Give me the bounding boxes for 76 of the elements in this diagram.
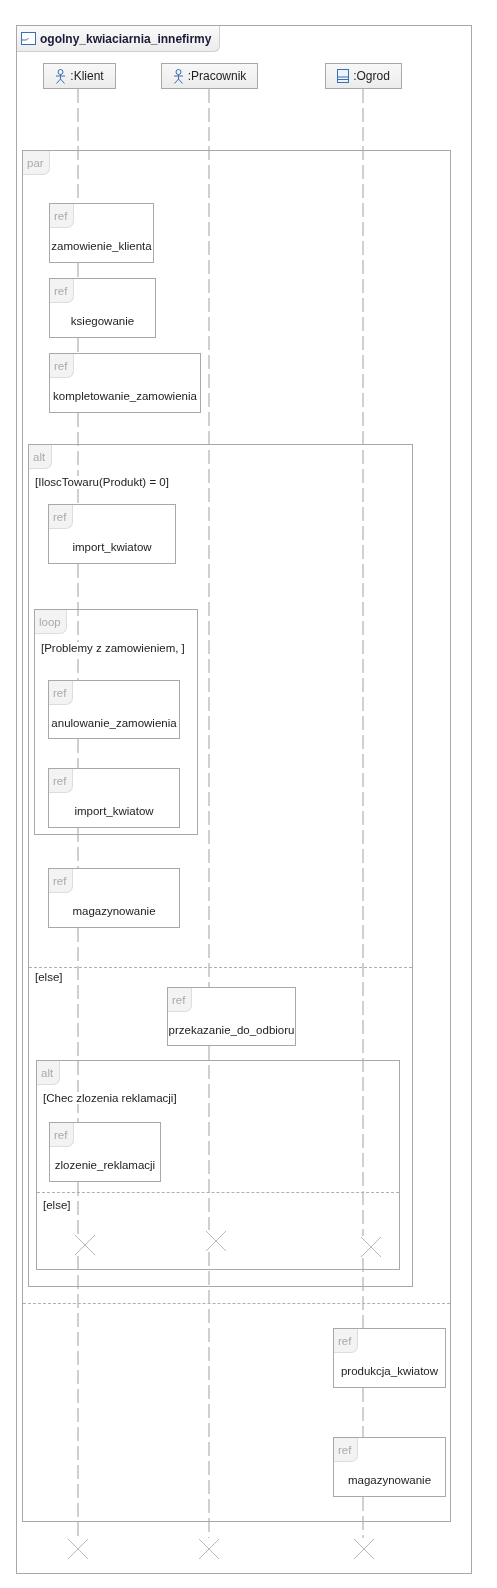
lifeline — [208, 1045, 210, 1231]
lifeline — [77, 927, 79, 1123]
lifeline-head — [43, 63, 116, 89]
lifeline — [208, 1251, 210, 1539]
combined-fragment — [34, 609, 198, 835]
lifeline-head — [325, 63, 402, 89]
lifeline — [77, 563, 79, 681]
ref-name: zlozenie_reklamacji — [53, 1159, 157, 1171]
guard-condition: [else] — [34, 971, 64, 983]
lifeline — [362, 1496, 364, 1539]
guard-condition: [Problemy z zamowieniem, ] — [40, 642, 186, 654]
ref-name: magazynowanie — [346, 1474, 433, 1486]
ref-name: kompletowanie_zamowienia — [52, 390, 198, 402]
ref-tag: ref — [334, 1438, 358, 1462]
destruction-mark — [74, 1234, 96, 1256]
interaction-use — [49, 203, 154, 263]
ref-tag: ref — [334, 1329, 358, 1353]
destruction-mark — [198, 1538, 220, 1560]
lifeline — [362, 1257, 364, 1329]
ref-name: anulowanie_zamowienia — [50, 717, 178, 729]
interaction-use — [49, 353, 201, 413]
lifeline-head — [161, 63, 258, 89]
guard-condition: [IloscTowaru(Produkt) = 0] — [34, 476, 170, 488]
lifeline-name: :Klient — [70, 69, 104, 83]
lifeline-name: :Ogrod — [353, 69, 390, 83]
destruction-mark — [205, 1230, 227, 1252]
interaction-use — [333, 1328, 446, 1388]
ref-tag: ref — [49, 769, 73, 793]
guard-condition: [else] — [42, 1199, 72, 1211]
combined-fragment — [22, 150, 451, 1522]
lifeline — [77, 412, 79, 505]
operator-tag: alt — [37, 1061, 60, 1085]
interaction-use — [48, 768, 180, 828]
ref-name: ksiegowanie — [69, 315, 136, 327]
ref-name: zamowienie_klienta — [50, 240, 153, 252]
operator-tag: alt — [29, 445, 52, 469]
destruction-mark — [353, 1538, 375, 1560]
interaction-use — [49, 278, 156, 338]
guard-condition: [Chec zlozenia reklamacji] — [42, 1092, 178, 1104]
interaction-use — [48, 680, 180, 739]
interaction-use — [49, 1122, 161, 1182]
ref-tag: ref — [50, 204, 74, 228]
lifeline — [362, 1387, 364, 1438]
frame-title: ogolny_kwiaciarnia_innefirmy — [40, 31, 212, 46]
interaction-use — [48, 504, 176, 564]
ref-tag: ref — [50, 1123, 74, 1147]
interaction-use — [167, 987, 296, 1046]
combined-fragment — [36, 1060, 400, 1270]
interaction-use — [48, 868, 180, 928]
lifeline — [77, 337, 79, 354]
ref-name: magazynowanie — [71, 905, 157, 917]
ref-name: przekazanie_do_odbioru — [168, 1024, 295, 1036]
operator-tag: par — [23, 151, 50, 175]
ref-name: import_kwiatow — [73, 805, 155, 817]
diagram-frame — [16, 25, 472, 1574]
combined-fragment — [28, 444, 413, 1287]
ref-tag: ref — [49, 869, 73, 893]
destruction-mark — [360, 1236, 382, 1258]
lifeline — [77, 262, 79, 279]
ref-name: produkcja_kwiatow — [339, 1365, 440, 1377]
destruction-mark — [67, 1538, 89, 1560]
lifeline-name: :Pracownik — [187, 69, 247, 83]
ref-name: import_kwiatow — [71, 541, 153, 553]
interaction-use — [333, 1437, 446, 1497]
lifeline — [77, 1181, 79, 1235]
ref-tag: ref — [49, 681, 73, 705]
lifeline — [77, 738, 79, 769]
lifeline — [77, 827, 79, 869]
lifeline — [362, 88, 364, 1237]
operator-tag: loop — [35, 610, 67, 634]
ref-tag: ref — [49, 505, 73, 529]
ref-tag: ref — [50, 354, 74, 378]
ref-tag: ref — [50, 279, 74, 303]
ref-tag: ref — [168, 988, 192, 1012]
lifeline — [77, 1255, 79, 1539]
lifeline — [208, 88, 210, 988]
